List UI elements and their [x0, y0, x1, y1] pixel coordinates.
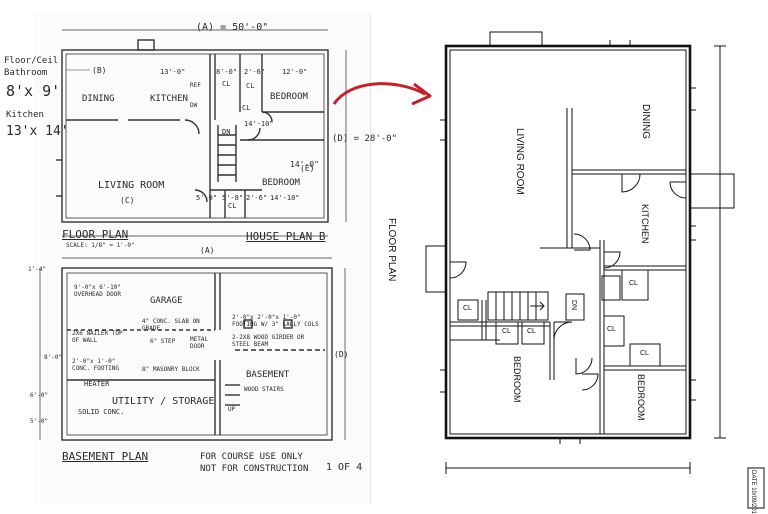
note-bathroom: Bathroom [4, 68, 48, 78]
dim-12: 12'-0" [282, 68, 308, 76]
basement-dim-left-4: 6'-0" [30, 392, 49, 399]
cad-cl-2: CL [502, 328, 511, 335]
room-living: LIVING ROOM [98, 180, 165, 191]
sketch-floor-walls [56, 29, 347, 237]
basement-up: UP [228, 406, 236, 413]
floor-plan-title: FLOOR PLAN [62, 228, 129, 241]
dim-14-10b: 14'-10" [270, 194, 300, 202]
house-plan-label: HOUSE PLAN B [246, 230, 326, 243]
room-bedroom-2: BEDROOM [262, 178, 300, 188]
top-dimension: (A) = 50'-0" [196, 22, 269, 33]
room-ref: REF [190, 82, 201, 89]
red-arrow-icon [332, 82, 426, 105]
cad-room-dining: DINING [640, 104, 651, 139]
basement-stairs: WOOD STAIRS [244, 386, 284, 393]
basement-slab: 4" CONC. SLAB ON GRADE [142, 318, 200, 332]
room-cl-4: CL [222, 80, 231, 88]
mark-d: (D) [334, 350, 349, 359]
cad-cl-3: CL [527, 328, 536, 335]
room-cl-2: CL [242, 104, 251, 112]
cad-outer-walls [444, 44, 692, 440]
basement-step: 6" STEP [150, 338, 176, 345]
basement-dim-left-3: 5'-0" [30, 418, 49, 425]
room-kitchen: KITCHEN [150, 94, 188, 104]
cad-floor-plan-title: FLOOR PLAN [386, 218, 397, 282]
hand-sketch-sheet [34, 14, 371, 504]
right-dimension: (D) = 28'-0" [332, 134, 398, 144]
cad-room-bedroom-right: BEDROOM [636, 374, 646, 421]
cad-room-kitchen: KITCHEN [640, 204, 650, 244]
course-note-2: NOT FOR CONSTRUCTION [200, 464, 309, 474]
basement-footing-cols: 2'-0"x 2'-0"x 1'-0" FOOTING W/ 3" LALLY … [232, 314, 319, 328]
room-dw: DW [190, 102, 198, 109]
basement-footing: 2'-0"x 1'-0" CONC. FOOTING [72, 358, 119, 372]
basement-dim-left-2: 8'-0" [44, 354, 63, 361]
basement-room: BASEMENT [246, 370, 290, 380]
room-dn: DN [222, 128, 231, 136]
cad-room-living: LIVING ROOM [514, 128, 525, 195]
basement-nailer: 2X6 NAILER TOP OF WALL [72, 330, 123, 344]
dim-5: 5'-0" [196, 194, 218, 202]
mark-e: (E) [300, 164, 315, 173]
dim-5-8: 5'-8" [222, 194, 244, 202]
dim-14: 14'-0" [290, 160, 319, 169]
basement-heater: HEATER [84, 380, 110, 388]
cad-cl-5: CL [607, 326, 616, 333]
mark-c: (C) [120, 196, 135, 205]
dim-14-10a: 14'-10" [244, 120, 274, 128]
cad-date-box: DATE 10/09/201 [750, 470, 756, 514]
mark-b: (B) [92, 66, 107, 75]
floor-plan-scale: SCALE: 1/8" = 1'-0" [66, 242, 135, 249]
room-cl-3: CL [228, 202, 237, 210]
dim-2-6: 2'-6" [244, 68, 266, 76]
room-dining: DINING [82, 94, 115, 104]
basement-plan-title: BASEMENT PLAN [62, 450, 149, 463]
cad-dn: DN [570, 300, 577, 311]
course-note-1: FOR COURSE USE ONLY [200, 452, 303, 462]
basement-masonry: 8" MASONRY BLOCK [142, 366, 200, 373]
dim-13: 13'-0" [160, 68, 186, 76]
note-kitchen-size: 13'x 14' [6, 124, 69, 139]
room-bedroom-1: BEDROOM [270, 92, 308, 102]
note-bath-size: 8'x 9' [6, 82, 61, 100]
mark-a: (A) [200, 246, 215, 255]
cad-room-bedroom-left: BEDROOM [512, 356, 522, 403]
basement-utility: UTILITY / STORAGE [112, 396, 215, 407]
note-floor-ceil: Floor/Ceil [4, 56, 59, 66]
cad-cl-6: CL [640, 350, 649, 357]
dim-2-6b: 2'-6" [246, 194, 268, 202]
basement-door: 9'-0"x 6'-10" OVERHEAD DOOR [74, 284, 121, 298]
basement-dim-left-1: 1'-4" [28, 266, 47, 273]
cad-cl-1: CL [463, 305, 472, 312]
note-kitchen: Kitchen [6, 110, 44, 120]
basement-garage: GARAGE [150, 296, 183, 306]
basement-metal-door: METAL DOOR [190, 336, 209, 350]
basement-girder: 2-2X8 WOOD GIRDER OR STEEL BEAM [232, 334, 305, 348]
sketch-basement-walls [39, 257, 346, 441]
cad-detail-lines [425, 31, 765, 509]
basement-solid: SOLID CONC. [78, 408, 125, 416]
cad-cl-4: CL [629, 280, 638, 287]
dim-8: 8'-0" [216, 68, 238, 76]
room-cl-1: CL [246, 82, 255, 90]
sheet-number: 1 OF 4 [326, 462, 363, 473]
